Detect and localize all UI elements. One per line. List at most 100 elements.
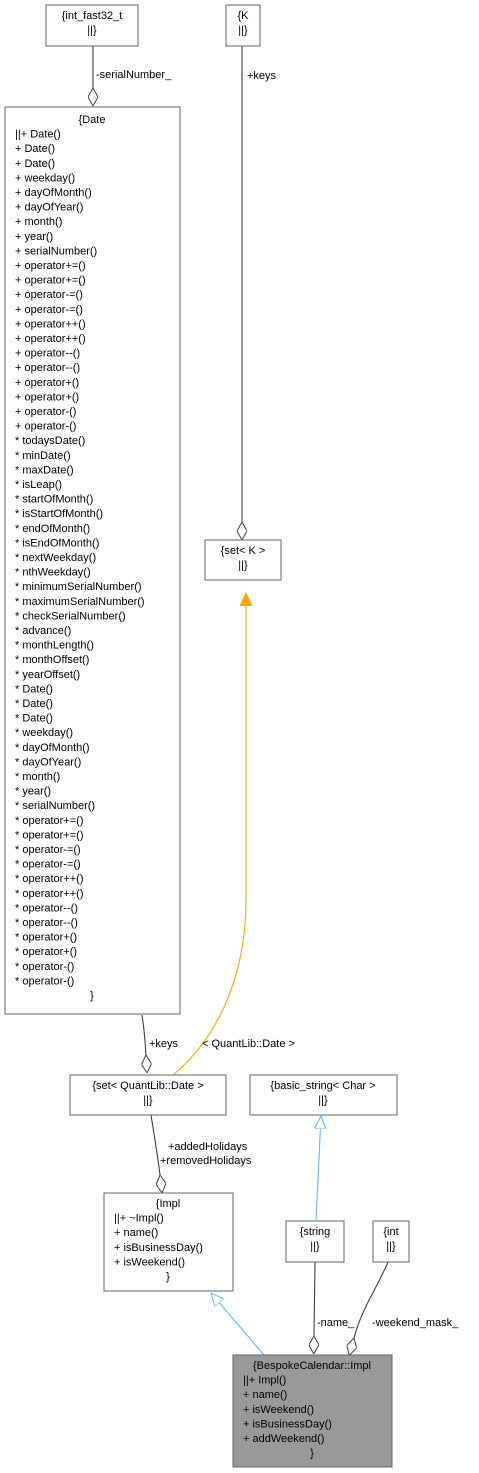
node-text-line: + operator+() [15,377,79,389]
edge-label-keys-date: +keys [149,1038,179,1050]
edge-label-removed-holidays: +removedHolidays [160,1155,252,1167]
node-text-line: * isLeap() [15,479,62,491]
node-text-line: * nthWeekday() [15,567,91,579]
node-text-line: {set< K > [221,545,266,557]
node-text-line: + operator--() [15,348,80,360]
node-text-line: ||} [310,1241,320,1253]
node-text-line: + name() [114,1227,158,1239]
node-text-line: * isStartOfMonth() [15,508,103,520]
node-text-line: * checkSerialNumber() [15,610,126,622]
node-text-line: * operator-=() [15,859,81,871]
node-text-line: + isBusinessDay() [243,1418,332,1430]
node-text-line: + serialNumber() [15,245,97,257]
node-text-line: + operator-() [15,406,76,418]
node-text-line: + addWeekend() [243,1433,324,1445]
node-text-line: {int [383,1226,398,1238]
node-text-line: * Date() [15,713,53,725]
node-text-line: * startOfMonth() [15,494,93,506]
node-int-fast32[interactable]: {int_fast32_t||} [45,4,139,47]
node-text-line: ||+ Date() [15,129,61,141]
node-text-line: * year() [15,786,51,798]
node-basic-string[interactable]: {basic_string< Char >||} [249,1074,398,1116]
node-bespoke-calendar-impl[interactable]: {BespokeCalendar::Impl||+ Impl()+ name()… [232,1354,393,1468]
edge-weekend-mask [354,1261,389,1338]
edge-label-weekend-mask: -weekend_mask_ [372,1317,459,1329]
node-text-line: + operator++() [15,333,86,345]
edge-label-template-arg: < QuantLib::Date > [202,1038,295,1050]
node-text-line: + dayOfYear() [15,202,83,214]
node-text-line: ||+ ~Impl() [114,1213,164,1225]
node-text-line: * operator--() [15,902,78,914]
node-text-line: + operator+=() [15,260,86,272]
node-text-line: ||} [386,1241,396,1253]
node-string[interactable]: {string ||} [285,1220,345,1263]
node-text-line: * advance() [15,625,71,637]
node-text-line: * minDate() [15,450,71,462]
node-k[interactable]: {K ||} [225,4,261,47]
node-text-line: * operator+=() [15,829,83,841]
node-int[interactable]: {int ||} [372,1220,410,1263]
node-text-line: * operator+() [15,946,77,958]
edge-string-inherits [316,1116,321,1221]
node-text-line: ||} [238,560,248,572]
node-set-quantlib-date[interactable]: {set< QuantLib::Date >||} [69,1074,227,1116]
node-text-line: * operator-() [15,975,74,987]
edge-holidays [150,1114,160,1175]
node-text-line: + dayOfMonth() [15,187,92,199]
node-date[interactable]: {Date ||+ Date() + Date() + Date() + weekday… [4,106,181,1015]
edge-label-name: -name_ [317,1317,355,1329]
edge-keys-date [142,1014,146,1055]
node-text-line: * monthOffset() [15,654,89,666]
node-text-line: * operator++() [15,888,83,900]
edge-label-keys-k: +keys [247,70,277,82]
node-text-line: * yearOffset() [15,669,80,681]
node-text-line: ||} [238,25,248,37]
node-text-line: } [166,1271,170,1283]
node-text-line: + weekday() [15,172,75,184]
node-text-line: * weekday() [15,727,73,739]
node-text-line: } [90,990,94,1002]
node-text-line: * dayOfMonth() [15,742,90,754]
node-text-line: * maxDate() [15,464,74,476]
edge-label-serial-number: -serialNumber_ [96,69,172,81]
node-text-line: + year() [15,231,53,243]
node-text-line: {K [237,10,249,22]
edge-name [314,1261,315,1336]
node-text-line: } [310,1448,314,1460]
node-text-line: + operator+() [15,391,79,403]
node-text-line: + isWeekend() [114,1256,185,1268]
node-text-line: * serialNumber() [15,800,95,812]
node-text-line: * endOfMonth() [15,523,90,535]
node-text-line: + isBusinessDay() [114,1242,203,1254]
node-text-line: * operator-() [15,961,74,973]
node-text-line: * dayOfYear() [15,756,81,768]
node-text-line: * minimumSerialNumber() [15,581,142,593]
node-set-k[interactable]: {set< K > ||} [204,539,282,581]
node-text-line: {int_fast32_t [62,10,123,22]
node-text-line: {set< QuantLib::Date > [92,1080,203,1092]
node-text-line: * operator--() [15,917,78,929]
edge-impl-inherits [211,1293,265,1356]
node-text-line: * todaysDate() [15,435,85,447]
node-text-line: + name() [243,1389,287,1401]
node-text-line: + month() [15,216,62,228]
node-text-line: * isEndOfMonth() [15,537,99,549]
node-text-line: ||} [318,1095,328,1107]
node-text-line: * operator+() [15,932,77,944]
edge-label-added-holidays: +addedHolidays [168,1141,248,1153]
node-text-line: + Date() [15,158,55,170]
node-impl[interactable]: {Impl ||+ ~Impl() + name() + isBusinessDay(… [103,1192,234,1292]
node-text-line: + isWeekend() [243,1404,314,1416]
node-text-line: {string [300,1226,331,1238]
node-text-line: + Date() [15,143,55,155]
node-text-line: + operator-=() [15,304,83,316]
node-text-line: * operator++() [15,873,83,885]
edge-template-instance [172,593,246,1076]
node-text-line: {Impl [156,1198,180,1210]
node-text-line: + operator-=() [15,289,83,301]
node-text-line: {Date [79,114,106,126]
node-text-line: * operator+=() [15,815,83,827]
node-text-line: + operator++() [15,318,86,330]
node-text-line: * maximumSerialNumber() [15,596,145,608]
